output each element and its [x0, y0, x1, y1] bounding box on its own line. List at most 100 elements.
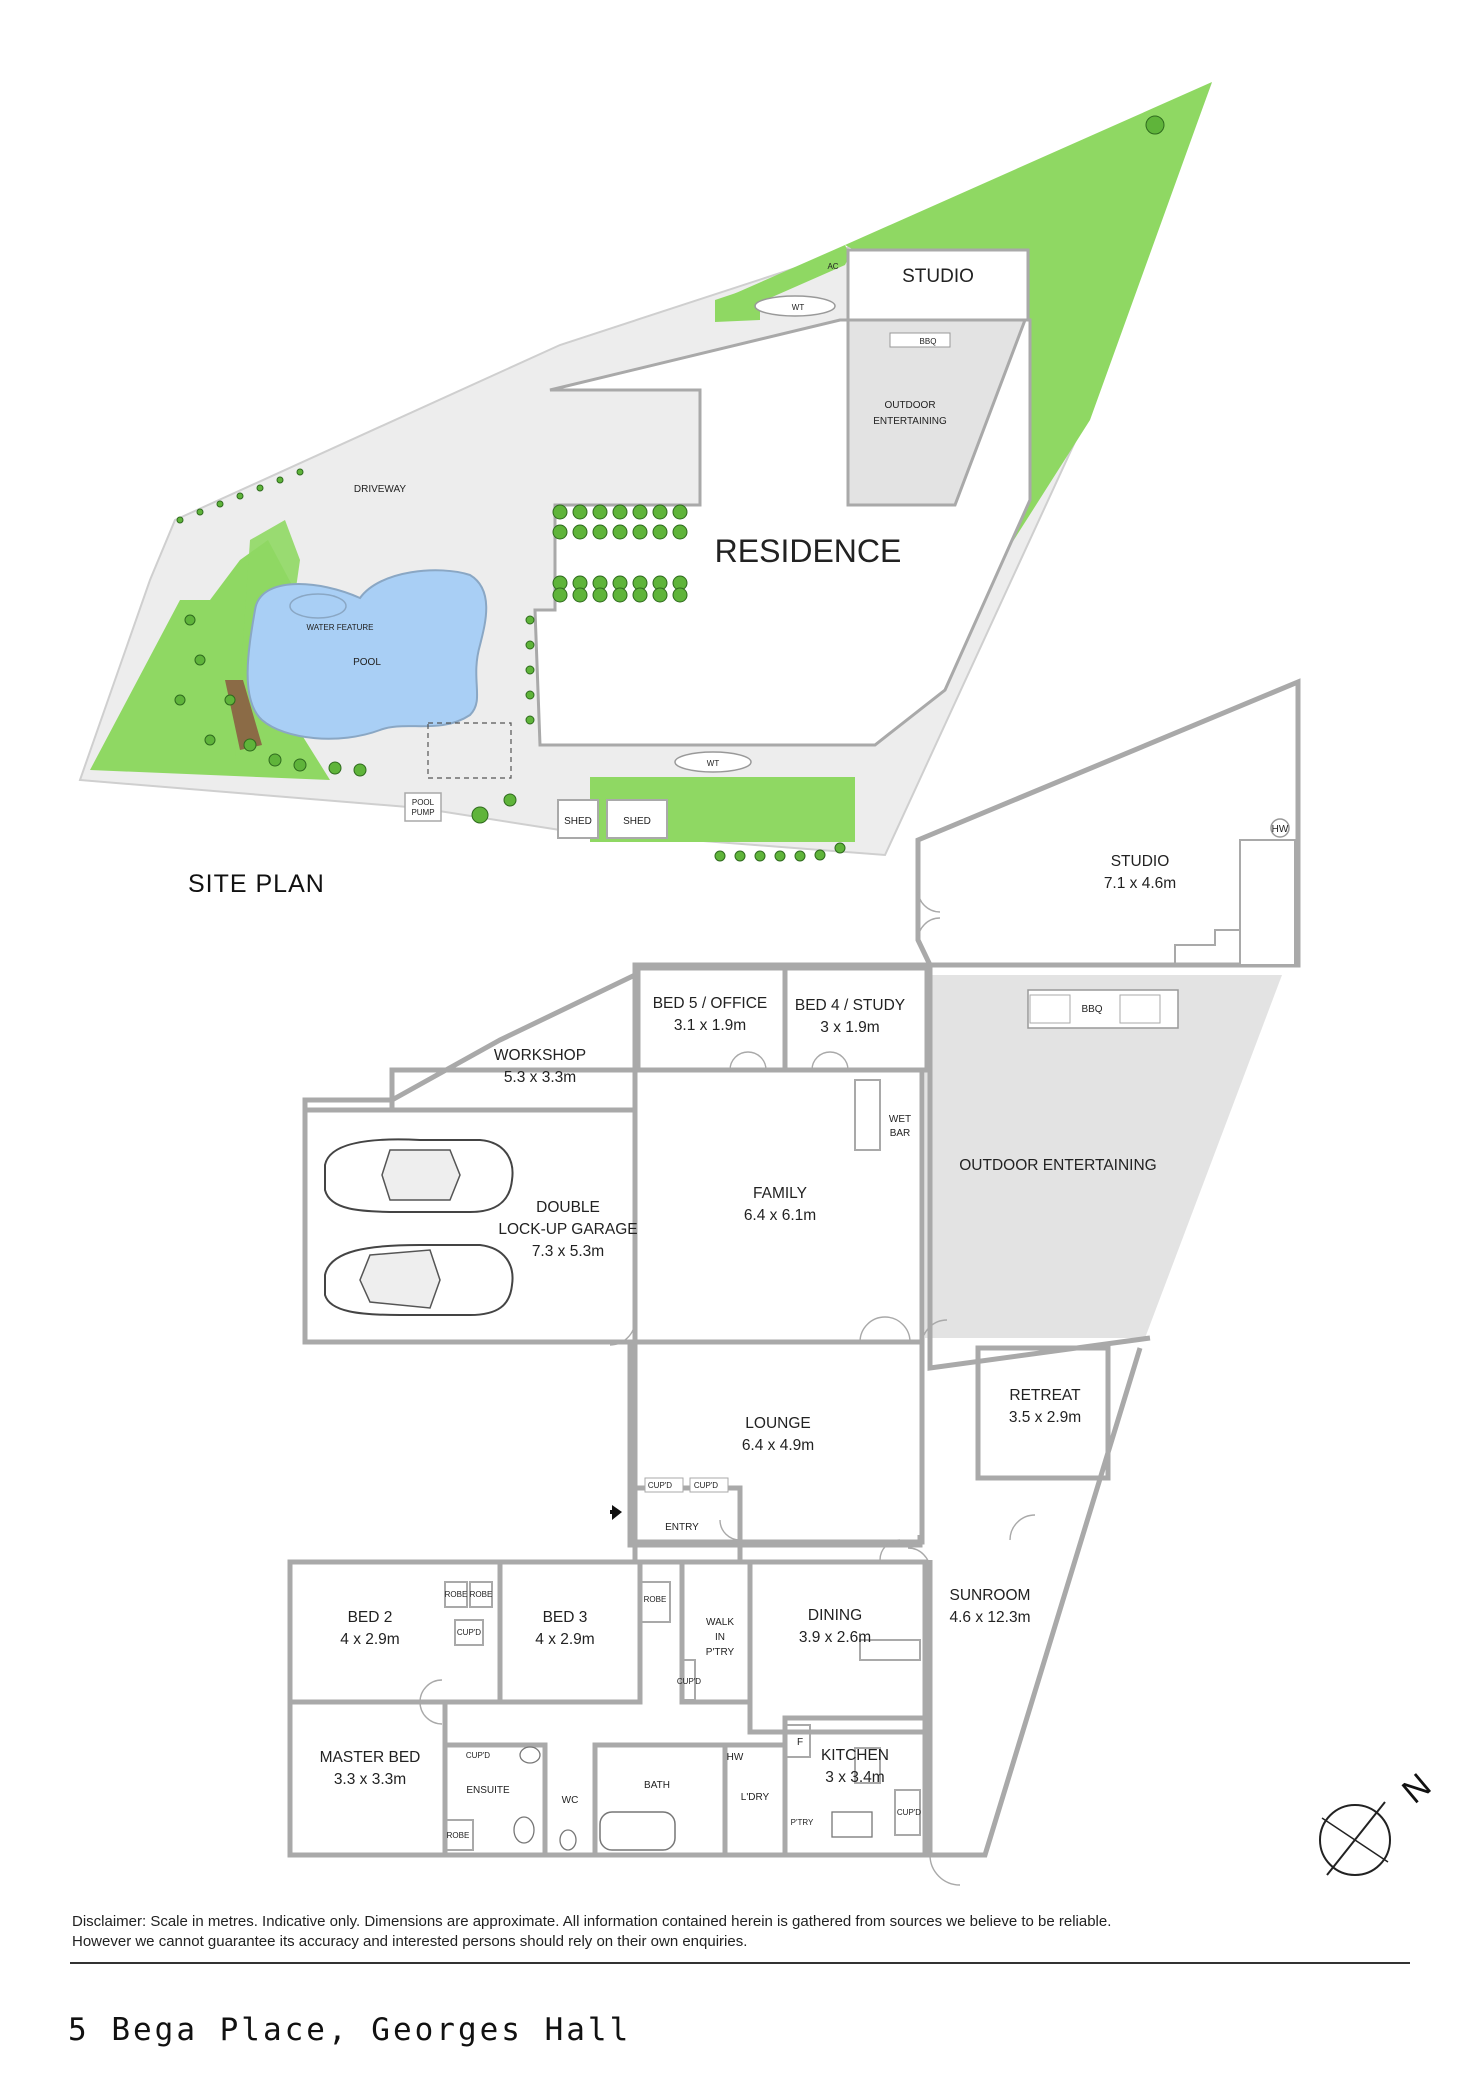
lounge-dims: 6.4 x 4.9m: [742, 1437, 814, 1454]
bed4-name: BED 4 / STUDY: [795, 997, 905, 1014]
kitchen-dims: 3 x 3.4m: [825, 1769, 884, 1786]
car-top: [324, 1138, 514, 1213]
label-residence: RESIDENCE: [715, 533, 902, 569]
property-address: 5 Bega Place, Georges Hall: [68, 2012, 632, 2048]
lounge-name: LOUNGE: [745, 1415, 810, 1432]
bed2-dims: 4 x 2.9m: [340, 1631, 399, 1648]
cupd-bed: CUP'D: [457, 1628, 481, 1637]
label-driveway: DRIVEWAY: [354, 484, 407, 495]
label-pool: POOL: [353, 657, 381, 668]
compass-n: N: [1395, 1766, 1438, 1811]
master-name: MASTER BED: [320, 1749, 421, 1766]
bbq-label: BBQ: [1081, 1004, 1102, 1015]
disclaimer-line-1: Disclaimer: Scale in metres. Indicative …: [72, 1913, 1112, 1930]
disclaimer-line-2: However we cannot guarantee its accuracy…: [72, 1933, 748, 1950]
cupd-kitchen: CUP'D: [897, 1808, 921, 1817]
garage-name-2: LOCK-UP GARAGE: [498, 1221, 637, 1238]
garage-dims: 7.3 x 5.3m: [532, 1243, 604, 1260]
site-plan: DRIVEWAY RESIDENCE STUDIO BBQ OUTDOOR EN…: [78, 82, 1212, 862]
bed3-name: BED 3: [543, 1609, 588, 1626]
robe-master: ROBE: [447, 1831, 470, 1840]
hedge-rows: [174, 115, 1165, 862]
family-name: FAMILY: [753, 1185, 807, 1202]
site-studio: [846, 248, 1030, 322]
outdoor-name: OUTDOOR ENTERTAINING: [959, 1157, 1157, 1174]
ldry-label: L'DRY: [741, 1792, 770, 1803]
bed4-dims: 3 x 1.9m: [820, 1019, 879, 1036]
door-swings: [419, 889, 1036, 1886]
family-walls: [632, 1067, 925, 1345]
label-site-bbq: BBQ: [920, 337, 937, 346]
workshop-dims: 5.3 x 3.3m: [504, 1069, 576, 1086]
dining-name: DINING: [808, 1607, 862, 1624]
garage-walls: [302, 1107, 638, 1345]
studio-walls: [915, 678, 1301, 968]
cupd-pantry: CUP'D: [677, 1677, 701, 1686]
kitchen-name: KITCHEN: [821, 1747, 889, 1764]
lounge-walls: [632, 1339, 925, 1545]
retreat-dims: 3.5 x 2.9m: [1009, 1409, 1081, 1426]
ensuite-label: ENSUITE: [466, 1785, 510, 1796]
bed3-dims: 4 x 2.9m: [535, 1631, 594, 1648]
master-dims: 3.3 x 3.3m: [334, 1771, 406, 1788]
divider: [70, 1962, 1410, 1964]
compass-icon: N: [1319, 1766, 1438, 1876]
disclaimer: Disclaimer: Scale in metres. Indicative …: [72, 1912, 1412, 1952]
cupd-b: CUP'D: [694, 1481, 718, 1490]
label-shed-a: SHED: [564, 816, 592, 827]
dining-walls: [747, 1559, 928, 1735]
label-site-studio: STUDIO: [902, 266, 974, 287]
bed3-walls: [497, 1559, 643, 1705]
pool: [246, 569, 488, 740]
workshop-name: WORKSHOP: [494, 1047, 586, 1064]
studio-dims: 7.1 x 4.6m: [1104, 875, 1176, 892]
label-wt-bottom: WT: [707, 759, 720, 768]
shed-b: [606, 799, 668, 839]
shed-a: [557, 799, 599, 839]
label-water-feature: WATER FEATURE: [307, 623, 374, 632]
car-bottom: [324, 1244, 514, 1316]
label-site-outdoor-1: OUTDOOR: [884, 400, 935, 411]
bed5-name: BED 5 / OFFICE: [653, 995, 768, 1012]
retreat-walls: [975, 1345, 1111, 1481]
label-wt-top: WT: [792, 303, 805, 312]
label-pool-pump-1: POOL: [412, 798, 435, 807]
family-dims: 6.4 x 6.1m: [744, 1207, 816, 1224]
ptry-label: P'TRY: [791, 1818, 814, 1827]
entry-arrow-icon: [612, 1505, 622, 1520]
robe-a: ROBE: [445, 1590, 468, 1599]
robe-b: ROBE: [470, 1590, 493, 1599]
pantry-walls: [679, 1559, 753, 1705]
label-shed-b: SHED: [623, 816, 651, 827]
sunroom-name: SUNROOM: [950, 1587, 1031, 1604]
robe-c: ROBE: [644, 1595, 667, 1604]
studio-name: STUDIO: [1111, 853, 1170, 870]
walk-in-3: P'TRY: [706, 1647, 735, 1658]
bed2-name: BED 2: [348, 1609, 393, 1626]
label-site-outdoor-2: ENTERTAINING: [873, 416, 947, 427]
hw-ldry: HW: [727, 1752, 744, 1763]
wet-bar-1: WET: [889, 1114, 911, 1125]
sunroom-dims: 4.6 x 12.3m: [950, 1609, 1031, 1626]
outdoor-entertaining-area: [925, 975, 1282, 1338]
bed5-dims: 3.1 x 1.9m: [674, 1017, 746, 1034]
walk-in-2: IN: [715, 1632, 725, 1643]
fridge-label: F: [797, 1737, 803, 1748]
garage-name-1: DOUBLE: [536, 1199, 600, 1216]
retreat-name: RETREAT: [1009, 1387, 1081, 1404]
walk-in-1: WALK: [706, 1617, 734, 1628]
floor-plan: STUDIO 7.1 x 4.6m HW BBQ BED 5 / OFFICE …: [287, 678, 1301, 1886]
wc-label: WC: [562, 1795, 579, 1806]
site-plan-title: SITE PLAN: [188, 870, 325, 898]
studio-hw: HW: [1272, 824, 1289, 835]
label-pool-pump-2: PUMP: [411, 808, 434, 817]
entry-label: ENTRY: [665, 1522, 699, 1533]
dining-dims: 3.9 x 2.6m: [799, 1629, 871, 1646]
cupd-ensuite: CUP'D: [466, 1751, 490, 1760]
label-ac: AC: [827, 262, 838, 271]
bath-label: BATH: [644, 1780, 670, 1791]
site-outdoor: [846, 318, 1028, 507]
pool-pump-box: [404, 792, 442, 822]
lawn-small: [715, 285, 760, 322]
